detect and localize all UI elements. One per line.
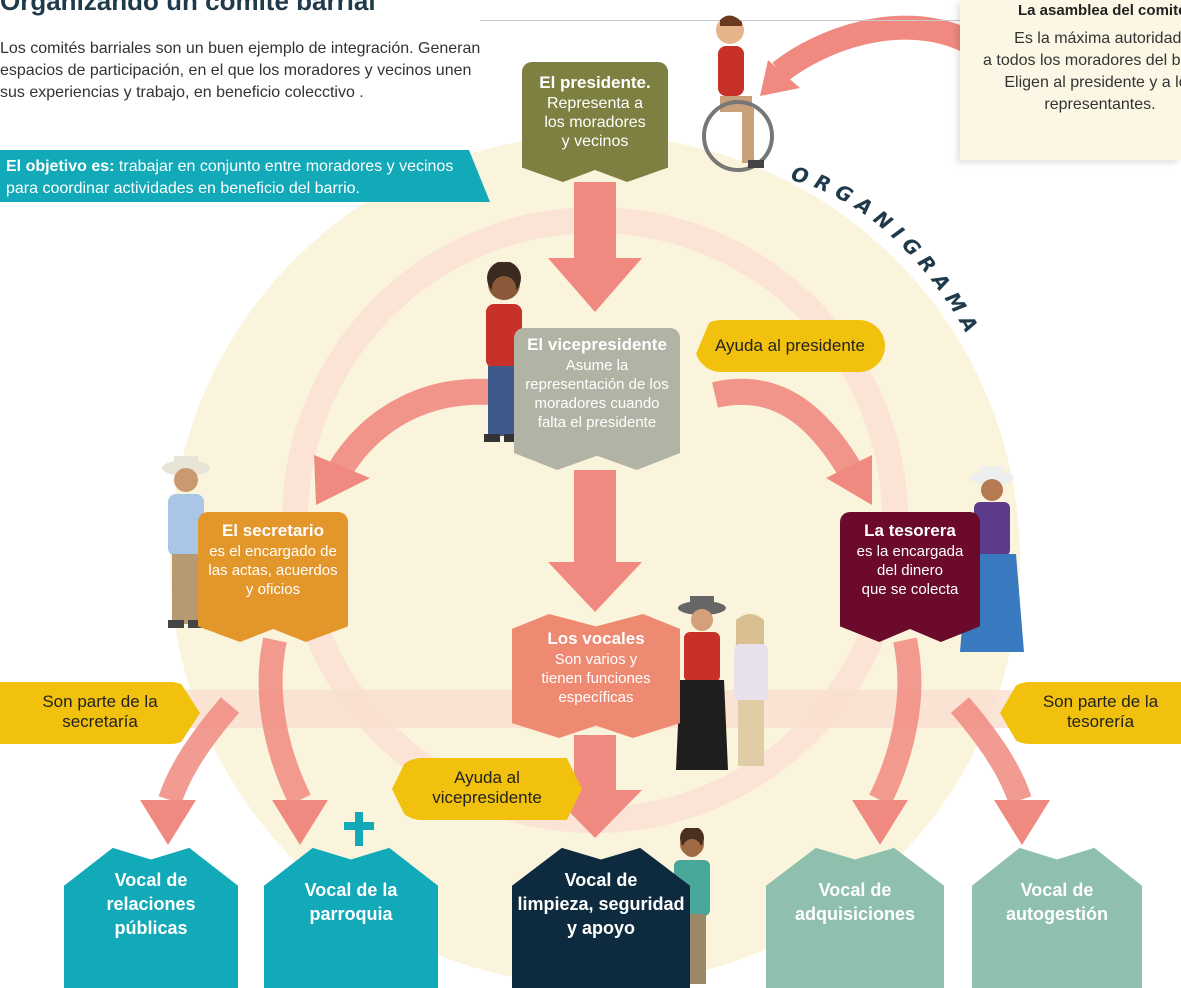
vocals-title: Los vocales	[547, 629, 645, 648]
treasury-bubble: Son parte de la tesorería	[1000, 682, 1181, 744]
help-president-bubble: Ayuda al presidente	[695, 320, 885, 372]
arrow-vp-secretary-head	[314, 455, 370, 505]
title-divider	[480, 20, 1181, 21]
assembly-text: Es la máxima autoridad. a todos los mora…	[983, 30, 1181, 113]
vicepresident-box: El vicepresidente Asume la representació…	[514, 328, 680, 470]
arrow-vp-vocals-head	[548, 562, 642, 612]
secretary-box: El secretario es el encargado de las act…	[198, 512, 348, 642]
assembly-arrow	[772, 15, 971, 82]
assembly-note: La asamblea del comité Es la máxima auto…	[960, 0, 1181, 160]
arrow-vp-treasurer	[712, 378, 862, 477]
vocal-public-relations: Vocal de relaciones públicas	[64, 847, 238, 988]
treasurer-title: La tesorera	[864, 521, 956, 540]
arrow-treasurer-self	[950, 697, 1032, 805]
secretariat-bubble: Son parte de la secretaría	[0, 682, 200, 744]
arrow-treasurer-acq	[869, 637, 922, 806]
vocal-cleaning-security-label: Vocal de limpieza, seguridad y apoyo	[517, 870, 685, 938]
arrow-vp-vocals	[574, 470, 616, 570]
arrow-secretary-public	[158, 697, 240, 805]
vicepresident-title: El vicepresidente	[527, 335, 667, 354]
vocal-self-management: Vocal de autogestión	[972, 847, 1142, 988]
goal-banner: El objetivo es: trabajar en conjunto ent…	[0, 150, 460, 202]
vocal-self-management-label: Vocal de autogestión	[1006, 880, 1108, 924]
wheelchair-person-icon	[702, 15, 774, 172]
president-desc: Representa a los moradores y vecinos	[544, 95, 646, 150]
arrow-president-vp-head	[548, 258, 642, 312]
vocal-acquisitions-label: Vocal de adquisiciones	[794, 880, 916, 924]
cross-icon	[344, 812, 374, 846]
arrow-vocals-cleaning	[574, 735, 616, 795]
vocal-parish-label: Vocal de la parroquia	[304, 880, 398, 924]
treasurer-box: La tesorera es la encargada del dinero q…	[840, 512, 980, 642]
arrow-president-vp	[574, 182, 616, 264]
vocal-cleaning-security: Vocal de limpieza, seguridad y apoyo	[512, 847, 690, 988]
secretary-desc: es el encargado de las actas, acuerdos y…	[208, 543, 338, 598]
person-icon	[484, 262, 522, 442]
vocals-box: Los vocales Son varios y tienen funcione…	[512, 614, 680, 738]
assembly-arrow-head	[760, 60, 800, 96]
arrow-secretary-public-head	[140, 800, 196, 845]
secretary-title: El secretario	[221, 521, 325, 540]
goal-label: El objetivo es:	[6, 158, 115, 175]
vocal-parish: Vocal de la parroquia	[264, 847, 438, 988]
president-box: El presidente. Representa a los moradore…	[522, 62, 668, 182]
assembly-title: La asamblea del comité	[1018, 2, 1181, 19]
arrow-secretary-parish-head	[272, 800, 328, 845]
vocals-desc: Son varios y tienen funciones específica…	[541, 651, 651, 706]
arrow-vp-secretary	[328, 378, 518, 477]
arrow-treasurer-acq-head	[852, 800, 908, 845]
arrow-treasurer-self-head	[994, 800, 1050, 845]
help-vicepresident-bubble: Ayuda al vicepresidente	[392, 758, 582, 820]
intro-text: Los comités barriales son un buen ejempl…	[0, 40, 481, 101]
vocal-acquisitions: Vocal de adquisiciones	[766, 847, 944, 988]
person-icon	[676, 596, 768, 770]
arrow-secretary-parish	[258, 637, 311, 806]
goal-text: trabajar en conjunto entre moradores y v…	[6, 158, 454, 197]
vocal-public-relations-label: Vocal de relaciones públicas	[106, 870, 196, 938]
person-icon	[162, 456, 210, 628]
arrow-vp-treasurer-head	[826, 455, 872, 505]
president-title: El presidente.	[539, 73, 651, 92]
vicepresident-desc: Asume la representación de los moradores…	[525, 357, 669, 431]
page-title: Organizando un comité barrial	[0, 0, 376, 16]
treasurer-desc: es la encargada del dinero que se colect…	[856, 543, 964, 598]
